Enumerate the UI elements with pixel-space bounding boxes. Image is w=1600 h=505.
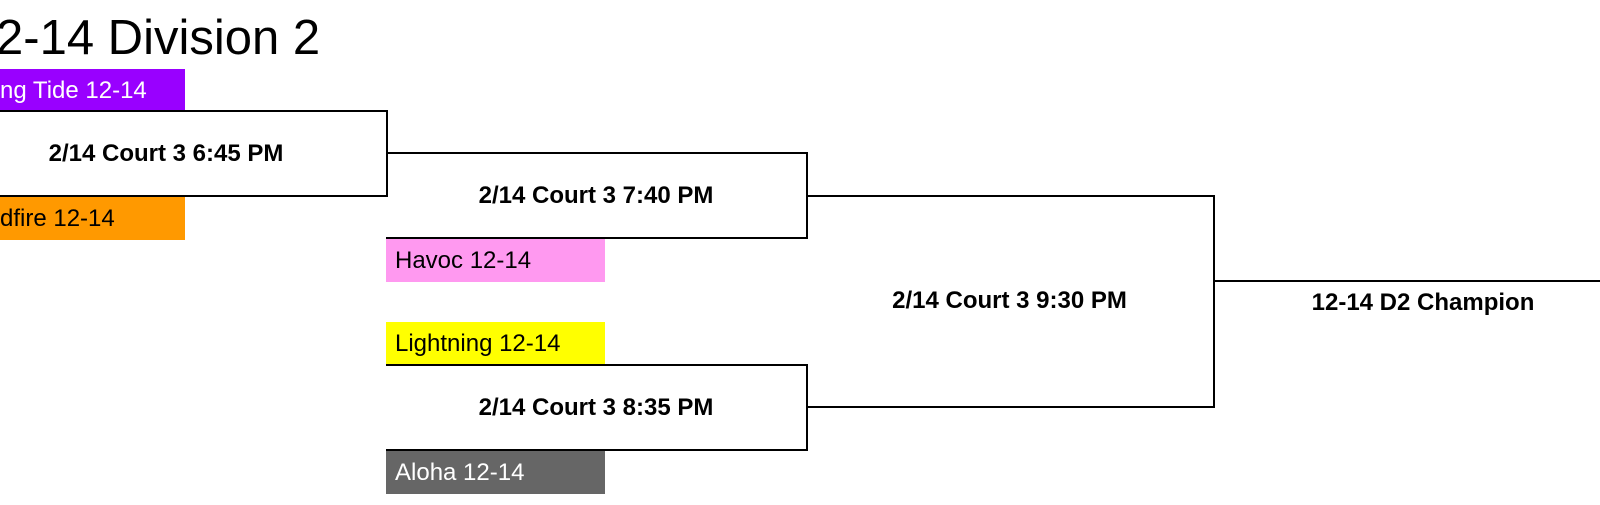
team-rising-tide: ng Tide 12-14 <box>0 69 185 112</box>
final-vertical-line <box>1213 195 1215 408</box>
team-aloha-label: Aloha 12-14 <box>395 459 525 486</box>
team-rising-tide-label: ng Tide 12-14 <box>0 77 147 104</box>
team-wildfire-label: dfire 12-14 <box>0 205 115 232</box>
team-lightning: Lightning 12-14 <box>386 322 605 365</box>
team-havoc-label: Havoc 12-14 <box>395 247 532 274</box>
r1-bottom-line <box>0 195 387 197</box>
game-r1: 2/14 Court 3 6:45 PM <box>48 140 284 167</box>
game-r2-bottom: 2/14 Court 3 8:35 PM <box>478 394 714 421</box>
r2-top-lower-line <box>386 237 808 239</box>
team-havoc: Havoc 12-14 <box>386 239 605 282</box>
champion-line <box>1213 280 1600 282</box>
team-lightning-label: Lightning 12-14 <box>395 330 561 357</box>
final-upper-line <box>806 195 1215 197</box>
r2-bottom-upper-line <box>386 364 808 366</box>
game-final: 2/14 Court 3 9:30 PM <box>892 287 1127 314</box>
r2-top-upper-line <box>386 152 808 154</box>
game-r2-top: 2/14 Court 3 7:40 PM <box>478 182 714 209</box>
team-wildfire: dfire 12-14 <box>0 197 185 240</box>
team-aloha: Aloha 12-14 <box>386 451 605 494</box>
bracket-title: 2-14 Division 2 <box>0 11 321 65</box>
r2-bottom-lower-line <box>386 449 808 451</box>
r1-top-line <box>0 110 387 112</box>
final-lower-line <box>806 406 1215 408</box>
champion-label: 12-14 D2 Champion <box>1311 289 1535 316</box>
